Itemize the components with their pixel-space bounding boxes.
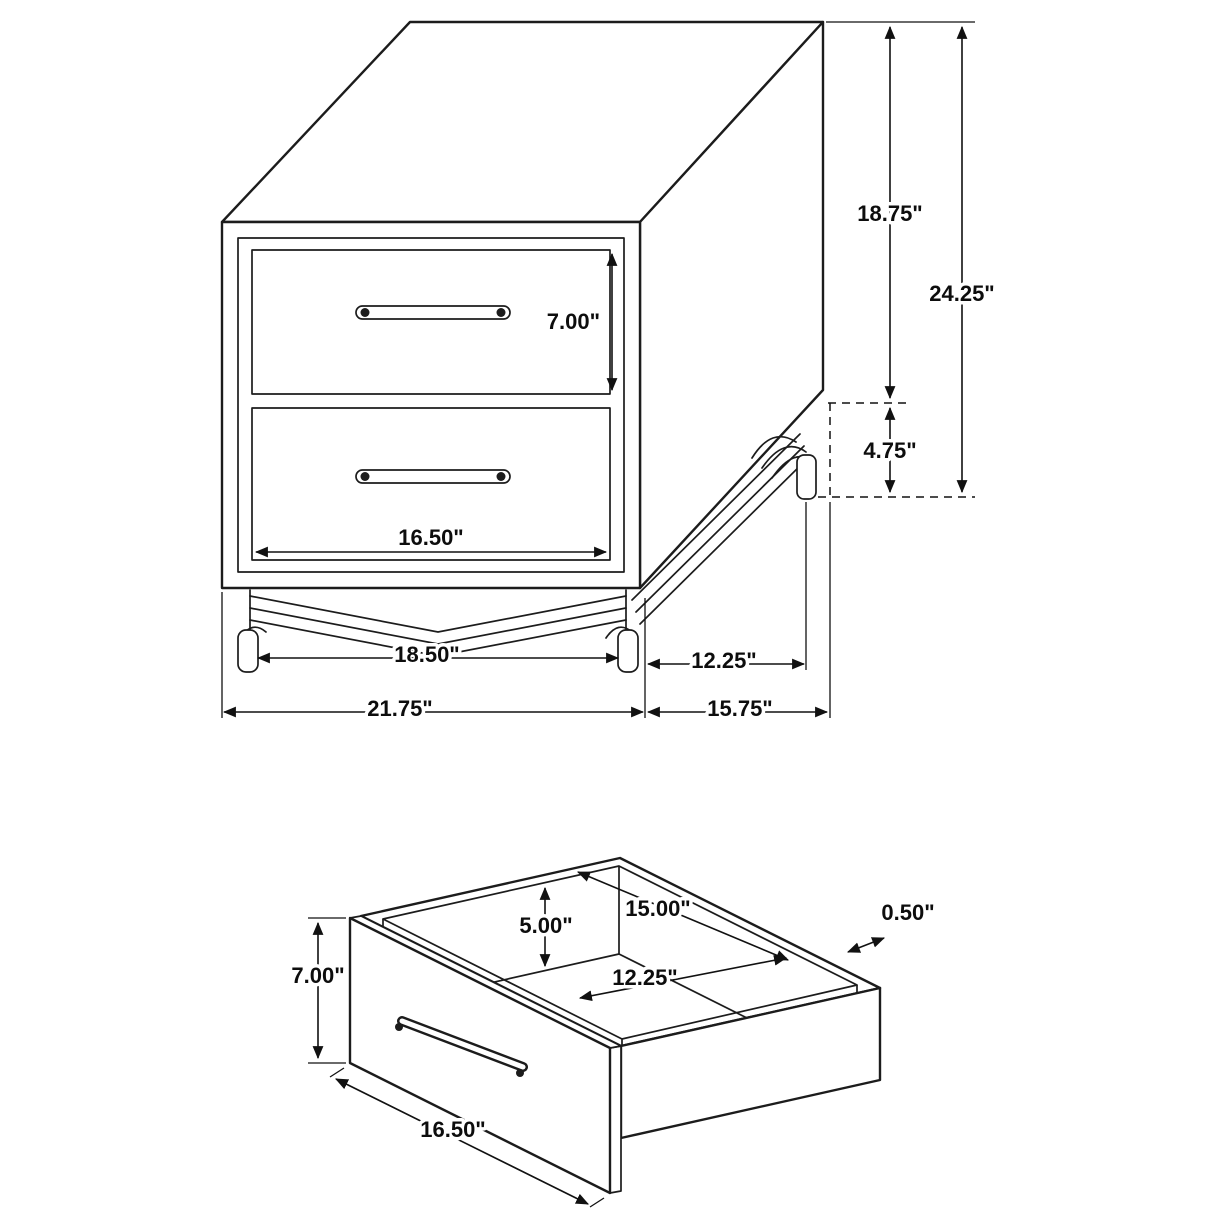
bottom-drawer-handle (355, 469, 511, 484)
top-drawer-handle (355, 305, 511, 320)
dim-interior-depth: 12.25" (578, 954, 788, 1002)
drawer-view: 7.00" 5.00" 15.00" 0.50" 12.25" (288, 856, 938, 1208)
drawer-body (348, 856, 882, 1195)
dim-front-leg-span-label: 18.50" (394, 642, 459, 667)
dim-side-leg-span-label: 12.25" (691, 648, 756, 673)
nightstand-bottom-drawer (251, 407, 611, 561)
dim-drawer-width-label: 16.50" (398, 525, 463, 550)
dim-front-width-label: 16.50" (420, 1117, 485, 1142)
dim-interior-width: 15.00" (577, 871, 789, 961)
nightstand-view: 7.00" 18.75" 24.25" 4.75" 16.50" (220, 20, 998, 725)
nightstand-legs (237, 433, 817, 673)
dim-drawer-width: 16.50" (254, 522, 608, 558)
drawer-dimensions: 7.00" 5.00" 15.00" 0.50" 12.25" (288, 871, 938, 1208)
nightstand-top-drawer (251, 249, 611, 395)
dim-interior-height-label: 5.00" (519, 913, 572, 938)
dim-front-leg-span: 18.50" (256, 639, 620, 671)
dim-drawer-height: 7.00" (543, 252, 618, 392)
dim-side-leg-span: 12.25" (646, 502, 807, 677)
drawer-front-edge (609, 1045, 622, 1194)
dim-overall-width-label: 21.75" (367, 696, 432, 721)
dim-front-height-label: 7.00" (291, 963, 344, 988)
dim-overall-depth-label: 15.75" (707, 696, 772, 721)
nightstand-body (220, 20, 825, 590)
front-right-leg (617, 629, 639, 673)
dim-interior-width-label: 15.00" (625, 896, 690, 921)
dim-panel-thickness-label: 0.50" (881, 900, 934, 925)
back-right-leg (796, 454, 817, 500)
dim-leg-height-label: 4.75" (863, 438, 916, 463)
dim-panel-thickness: 0.50" (846, 897, 938, 953)
front-left-leg (237, 629, 259, 673)
nightstand-dimensions: 7.00" 18.75" 24.25" 4.75" 16.50" (221, 21, 998, 725)
front-leg-posts (249, 589, 627, 631)
dim-overall-height-label: 24.25" (929, 281, 994, 306)
drawer-handle (395, 1016, 528, 1077)
dim-drawer-height-label: 7.00" (547, 309, 600, 334)
dim-cabinet-height-label: 18.75" (857, 201, 922, 226)
dim-interior-depth-label: 12.25" (612, 965, 677, 990)
dim-leg-height: 4.75" (829, 403, 920, 497)
dim-interior-height: 5.00" (516, 886, 576, 968)
dim-front-height: 7.00" (288, 917, 348, 1064)
dim-overall-height: 24.25" (818, 25, 998, 498)
dim-cabinet-height: 18.75" (826, 21, 975, 404)
dim-overall-width: 21.75" (221, 592, 646, 725)
dim-front-width: 16.50" (329, 1067, 605, 1208)
dim-overall-depth: 15.75" (646, 502, 831, 725)
